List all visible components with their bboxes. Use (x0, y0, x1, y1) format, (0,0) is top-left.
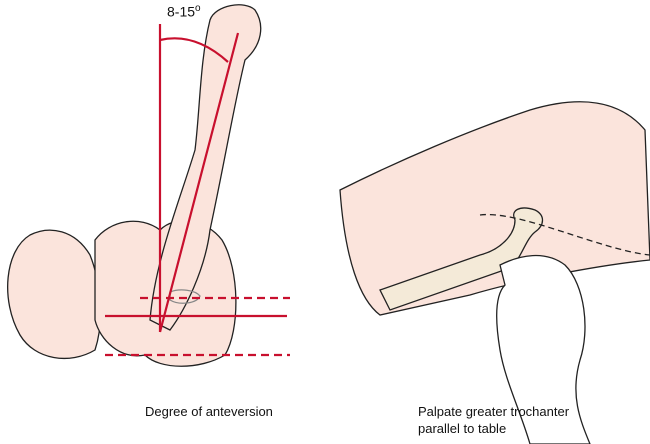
angle-label: 8-15o (167, 3, 201, 20)
reference-lines (105, 24, 290, 357)
torso-hip (339, 101, 650, 316)
degree-symbol: o (195, 3, 201, 14)
right-caption-line1: Palpate greater trochanter (418, 404, 570, 419)
tibial-axis-line (158, 32, 240, 333)
left-foot (7, 229, 102, 360)
right-caption-line2: parallel to table (418, 421, 507, 436)
knee-patella (169, 289, 201, 304)
femur-bone (379, 207, 544, 311)
angle-value: 8-15 (167, 3, 196, 20)
left-caption: Degree of anteversion (145, 404, 273, 419)
hand (496, 254, 591, 444)
left-figure-prone-patient (7, 4, 262, 367)
right-figure-hip-palpation (339, 101, 650, 444)
angle-arc (159, 37, 229, 63)
table-edge (479, 213, 650, 256)
raised-leg (149, 4, 262, 331)
